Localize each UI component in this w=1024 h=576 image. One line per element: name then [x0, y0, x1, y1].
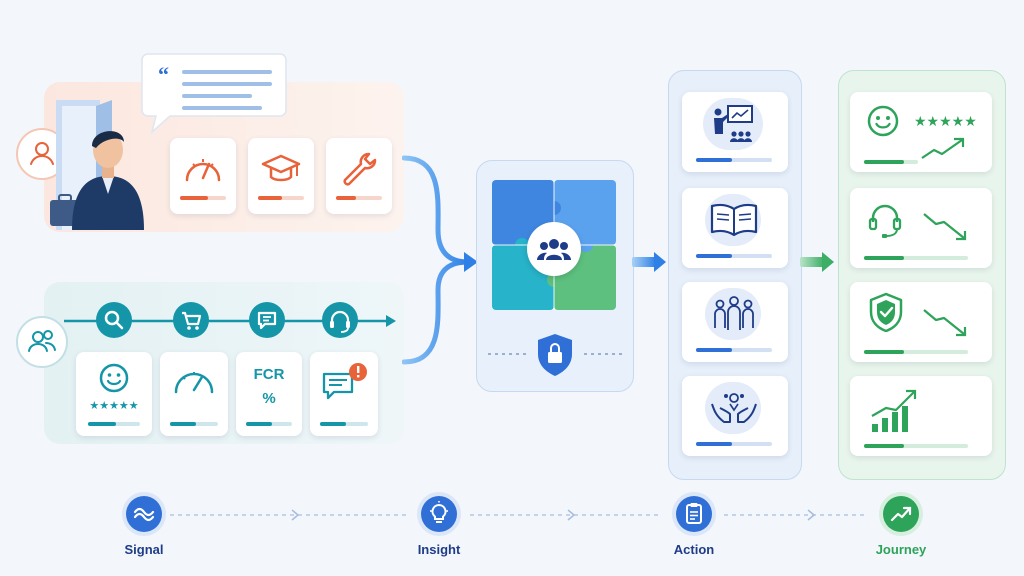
step-label-action: Action — [673, 542, 715, 557]
growth-bars-icon — [871, 389, 917, 432]
wrench-icon — [343, 152, 377, 186]
metric-fill — [696, 348, 732, 352]
metric-fill — [170, 422, 196, 426]
customer-card-fcr: FCR % — [236, 352, 302, 436]
clipboard-icon — [676, 496, 712, 532]
action-card-knowledge — [682, 188, 788, 268]
graduation-cap-icon — [261, 154, 301, 182]
step-label-journey: Journey — [875, 542, 927, 557]
search-icon — [96, 302, 132, 338]
customer-card-feedback — [310, 352, 378, 436]
metric-fill — [864, 444, 904, 448]
metric-fill — [336, 196, 356, 200]
lock-shield-icon — [488, 334, 622, 376]
trend-down-icon — [923, 309, 967, 337]
step-label-insight: Insight — [417, 542, 461, 557]
chat-icon — [249, 302, 285, 338]
svg-text:“: “ — [158, 62, 169, 87]
rating-stars: ★★★★★ — [914, 114, 977, 130]
journey-card-support — [850, 188, 992, 268]
care-hands-icon — [711, 393, 757, 423]
employee-figure — [68, 118, 148, 230]
arrow-to-journey — [800, 252, 834, 272]
employee-card-training — [248, 138, 314, 214]
action-card-care — [682, 376, 788, 456]
gauge-icon — [185, 159, 221, 182]
presentation-icon — [714, 105, 753, 142]
step-connector — [170, 509, 868, 521]
smiley-icon — [99, 363, 129, 393]
metric-fill — [696, 254, 732, 258]
fcr-percent: % — [262, 390, 276, 407]
journey-card-risk — [850, 282, 992, 362]
wave-icon — [126, 496, 162, 532]
smiley-icon — [867, 105, 899, 137]
headset-icon — [868, 204, 902, 238]
journey-card-growth — [850, 376, 992, 456]
speech-bubble-icon: “ — [140, 52, 288, 134]
metric-fill — [180, 196, 208, 200]
trend-up-icon — [921, 137, 965, 159]
action-card-training — [682, 92, 788, 172]
team-icon — [527, 222, 581, 276]
trend-up-icon — [883, 496, 919, 532]
customer-group-icon — [16, 316, 68, 368]
rating-stars: ★★★★★ — [89, 399, 139, 412]
metric-fill — [864, 160, 904, 164]
metric-fill — [246, 422, 272, 426]
employee-card-gauge — [170, 138, 236, 214]
shield-check-icon — [869, 292, 903, 332]
metric-fill — [696, 158, 732, 162]
book-icon — [710, 203, 758, 237]
action-card-team — [682, 282, 788, 362]
metric-fill — [258, 196, 282, 200]
metric-fill — [320, 422, 346, 426]
gauge-icon — [174, 372, 214, 394]
cart-icon — [173, 302, 209, 338]
feedback-alert-icon — [322, 363, 367, 400]
fcr-label: FCR — [253, 366, 285, 383]
employee-card-tools — [326, 138, 392, 214]
trend-down-icon — [923, 213, 967, 241]
metric-fill — [864, 350, 904, 354]
customer-card-speed — [160, 352, 228, 436]
arrow-to-action — [632, 252, 666, 272]
customer-card-satisfaction: ★★★★★ — [76, 352, 152, 436]
metric-fill — [88, 422, 116, 426]
journey-card-satisfaction: ★★★★★ — [850, 92, 992, 172]
metric-fill — [864, 256, 904, 260]
team-people-icon — [714, 296, 754, 330]
headset-icon — [322, 302, 358, 338]
metric-fill — [696, 442, 732, 446]
lightbulb-icon — [421, 496, 457, 532]
merge-arrows — [402, 155, 478, 365]
step-label-signal: Signal — [124, 542, 164, 557]
